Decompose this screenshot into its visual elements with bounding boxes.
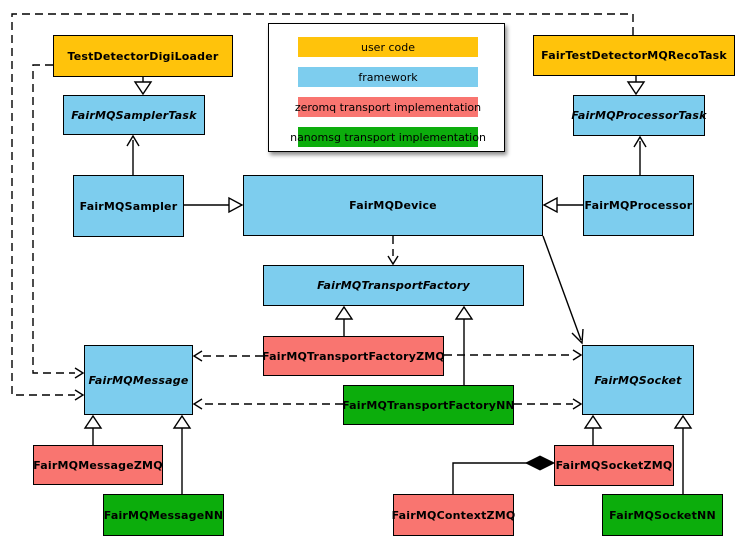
node-fairmqmessagenn: FairMQMessageNN	[103, 494, 224, 536]
node-fairmqsampler: FairMQSampler	[73, 175, 184, 237]
node-fairtestdetectormqrecotask: FairTestDetectorMQRecoTask	[533, 35, 735, 76]
legend-label: nanomsg transport implementation	[290, 130, 486, 144]
legend-label: user code	[360, 40, 416, 54]
node-fairmqtransportfactoryzmq: FairMQTransportFactoryZMQ	[262, 336, 445, 376]
legend-item-framework: framework	[298, 67, 478, 87]
legend-item-zeromq: zeromq transport implementation	[294, 97, 482, 117]
node-fairmqmessagezmq: FairMQMessageZMQ	[33, 445, 163, 485]
edge-association-device-socket	[542, 235, 584, 345]
edge-inheritance-factorynn-transportfactory	[454, 305, 474, 385]
edge-association-sampler-samplertask	[126, 134, 140, 175]
legend-item-nanomsg: nanomsg transport implementation	[290, 127, 486, 147]
edge-dependency-factoryzmq-message	[192, 350, 263, 362]
edge-inheritance-sampler-device	[184, 196, 244, 214]
edge-dependency-factorynn-message	[192, 398, 343, 410]
edge-inheritance-messagezmq-message	[83, 414, 103, 445]
node-fairmqprocessor: FairMQProcessor	[583, 175, 694, 236]
edge-inheritance-recotask-processortask	[626, 76, 646, 96]
edge-dependency-factorynn-socket	[514, 398, 583, 410]
node-fairmqtransportfactorynn: FairMQTransportFactoryNN	[342, 385, 515, 425]
edge-inheritance-socketzmq-socket	[583, 414, 603, 445]
legend-box: user code framework zeromq transport imp…	[268, 23, 505, 152]
edge-dependency-recotask-message	[11, 13, 634, 401]
node-fairmqsocket: FairMQSocket	[582, 345, 694, 415]
node-testdetectordigiloader: TestDetectorDigiLoader	[53, 35, 233, 77]
edge-association-processor-processortask	[633, 135, 647, 175]
edge-inheritance-socketnn-socket	[673, 414, 693, 494]
edge-composition-contextzmq-socketzmq	[452, 455, 556, 494]
edge-dependency-device-transportfactory	[387, 236, 399, 266]
edge-inheritance-messagenn-message	[172, 414, 192, 494]
node-fairmqsamplertask: FairMQSamplerTask	[63, 95, 205, 135]
node-fairmqsocketzmq: FairMQSocketZMQ	[554, 445, 674, 486]
edge-inheritance-digiloader-samplertask	[133, 77, 153, 96]
edge-inheritance-factoryzmq-transportfactory	[334, 305, 354, 336]
node-fairmqprocessortask: FairMQProcessorTask	[571, 95, 706, 136]
node-fairmqtransportfactory: FairMQTransportFactory	[263, 265, 524, 306]
node-fairmqdevice: FairMQDevice	[243, 175, 543, 236]
legend-label: zeromq transport implementation	[294, 100, 482, 114]
edge-dependency-digiloader-message	[32, 64, 85, 379]
node-fairmqsocketnn: FairMQSocketNN	[602, 494, 723, 536]
legend-label: framework	[358, 70, 418, 84]
edge-dependency-factoryzmq-socket	[444, 349, 583, 361]
node-fairmqcontextzmq: FairMQContextZMQ	[392, 494, 515, 536]
node-fairmqmessage: FairMQMessage	[84, 345, 193, 415]
edge-inheritance-processor-device	[542, 196, 583, 214]
legend-item-user-code: user code	[298, 37, 478, 57]
